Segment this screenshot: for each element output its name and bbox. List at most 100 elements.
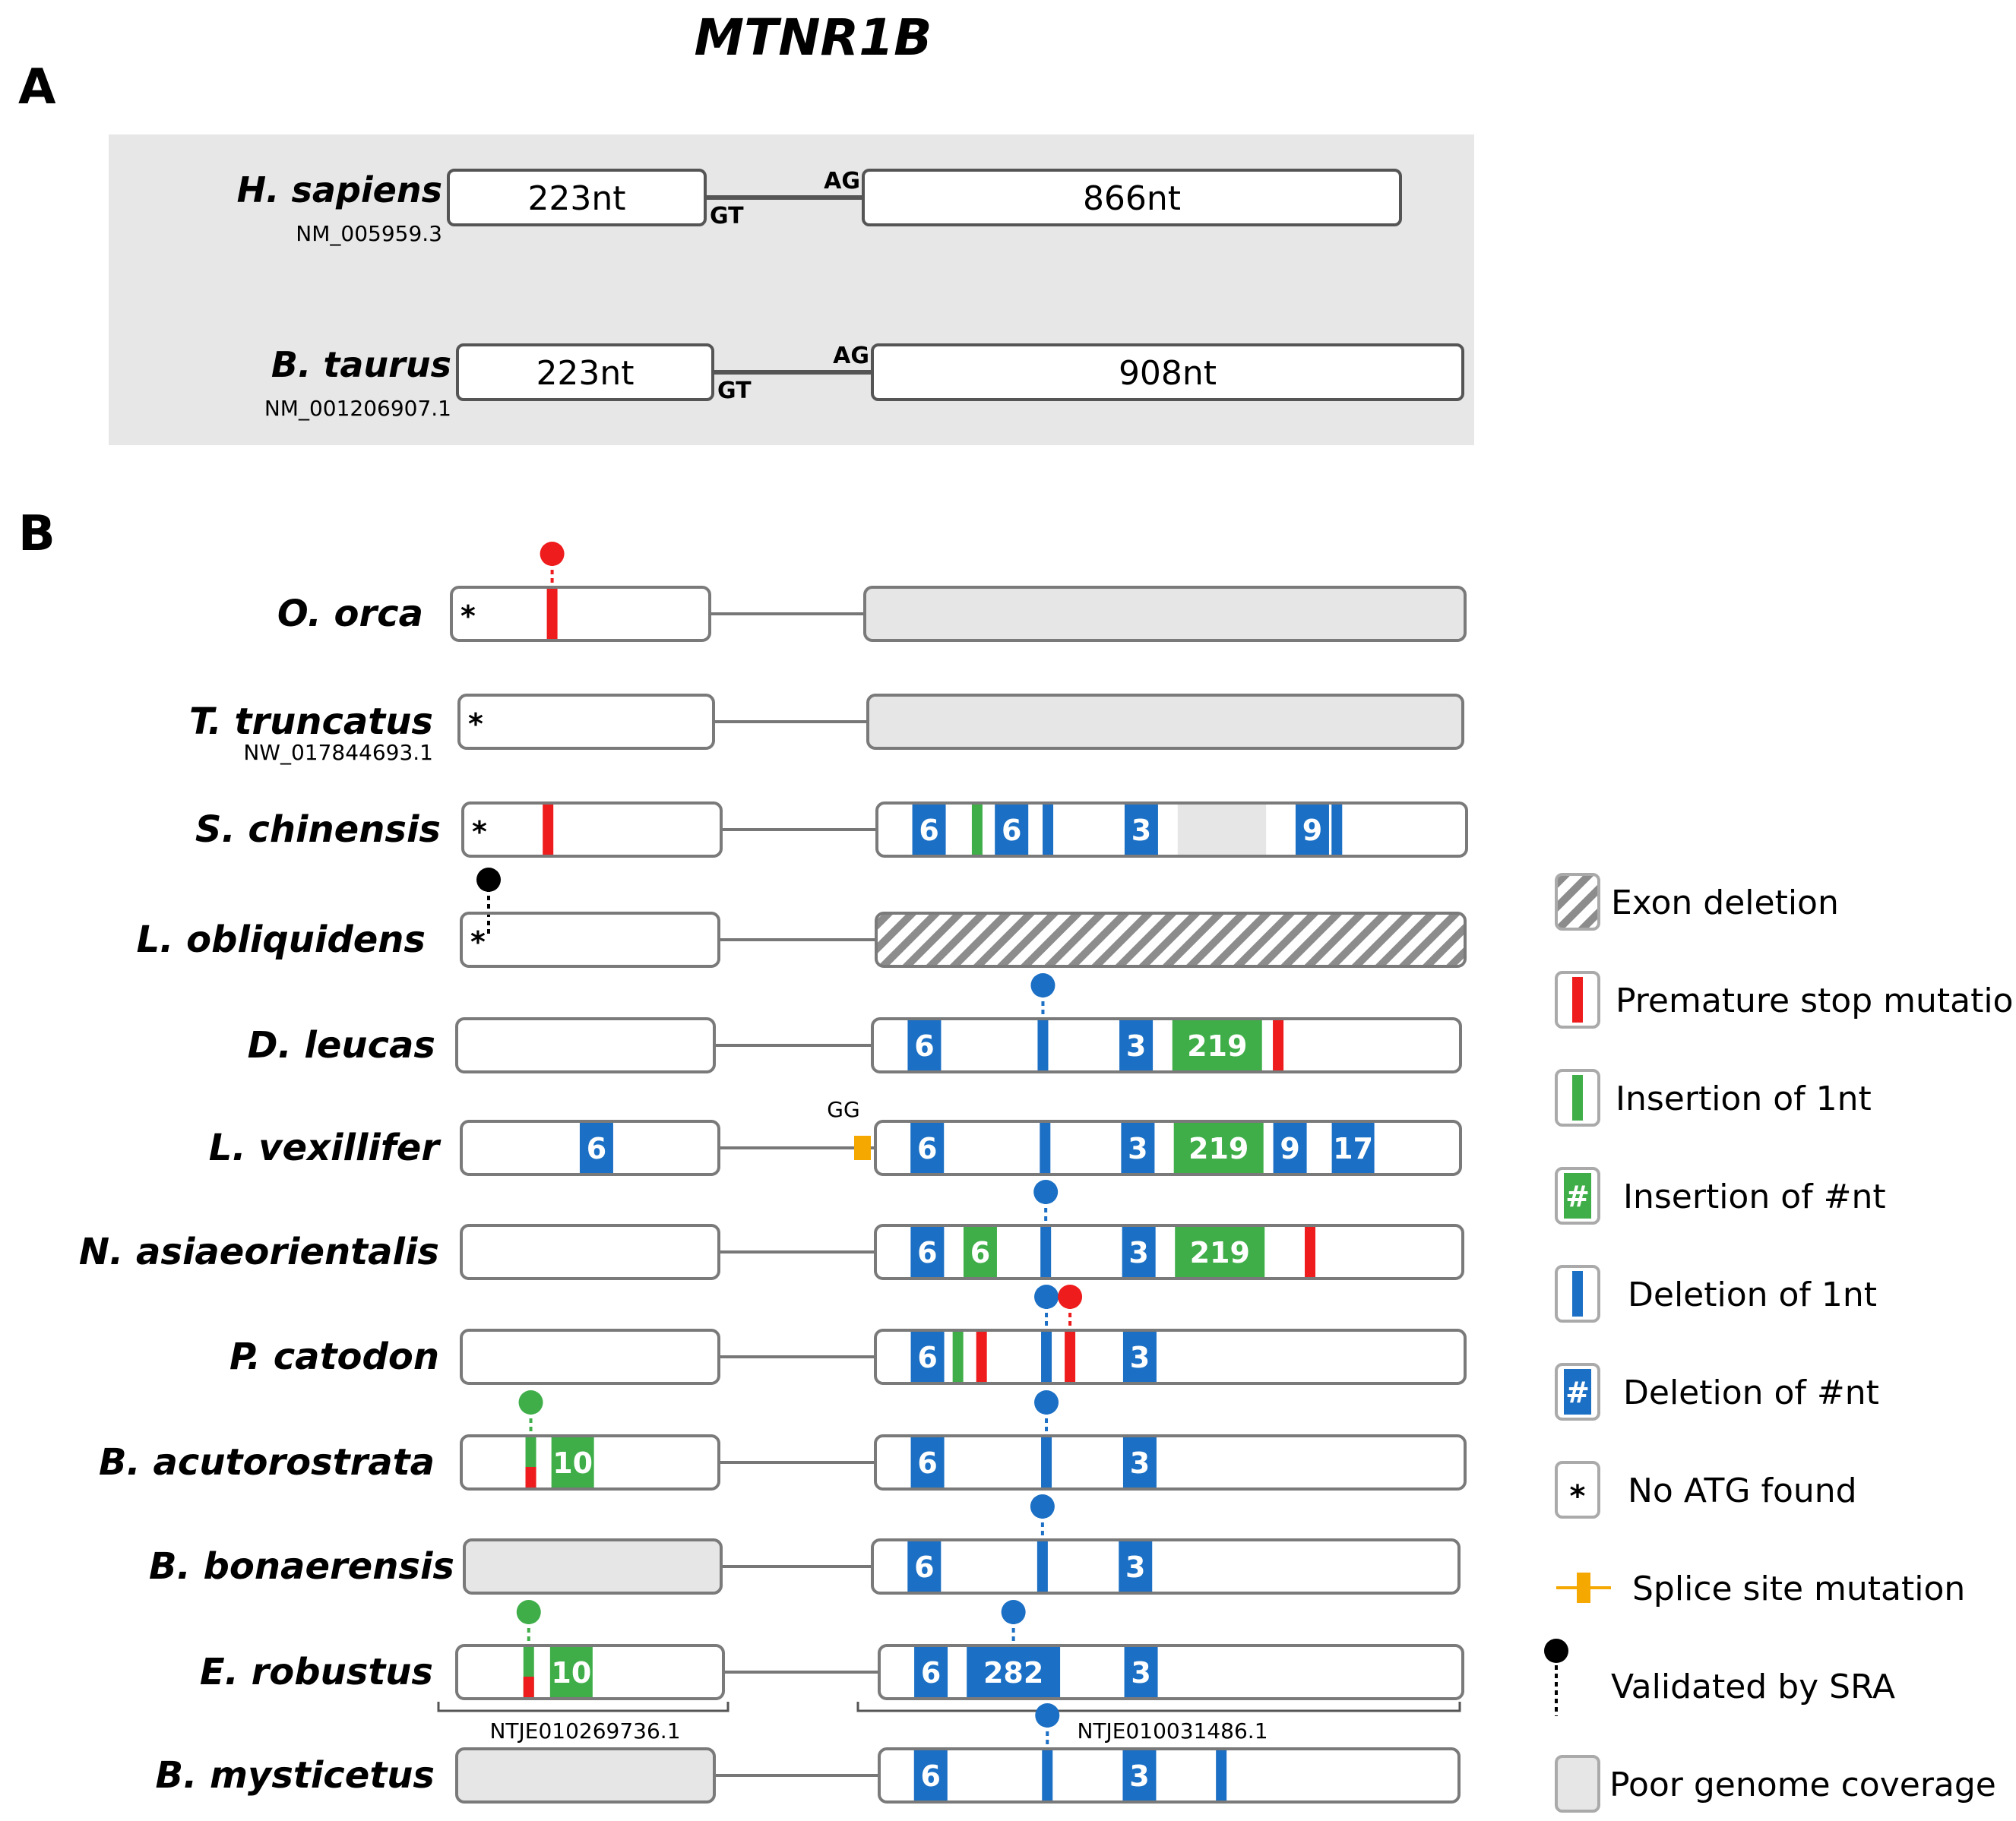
sra-validation-pin bbox=[1030, 973, 1055, 997]
exon-2 bbox=[875, 1121, 1461, 1174]
exon-2 bbox=[879, 1749, 1459, 1802]
legend-splice-mark bbox=[1577, 1573, 1590, 1603]
deletion-nt-block bbox=[907, 1020, 942, 1070]
exon-2 bbox=[877, 803, 1467, 856]
exon-2-outline bbox=[863, 586, 1467, 642]
scaffold-bracket bbox=[856, 1702, 1461, 1712]
deletion-length-label: 6 bbox=[917, 1341, 937, 1374]
exon-2-outline bbox=[874, 1329, 1467, 1385]
deletion-length-label: 3 bbox=[1130, 1341, 1150, 1374]
validation-pins bbox=[540, 542, 565, 587]
validation-pins bbox=[1033, 1180, 1059, 1225]
deletion-nt-block bbox=[912, 805, 946, 855]
exon-2-length: 866nt bbox=[1083, 179, 1181, 218]
sra-validation-pin bbox=[1034, 1390, 1059, 1415]
exon-2 bbox=[871, 343, 1464, 401]
deletion-nt-block bbox=[1295, 805, 1329, 855]
poor-coverage-gap bbox=[1177, 805, 1267, 855]
mutation-marks: * bbox=[460, 589, 558, 639]
scaffold-accession: NTJE010031486.1 bbox=[1077, 1718, 1268, 1744]
species-name: D. leucas bbox=[248, 1024, 435, 1067]
deletion-length-label: 6 bbox=[921, 1656, 941, 1690]
exon-2-deletion bbox=[876, 913, 1465, 966]
deletion-nt-block bbox=[1124, 1647, 1158, 1697]
insertion-nt-block bbox=[963, 1227, 997, 1277]
panel-a-label: A bbox=[18, 59, 56, 115]
deletion-1nt-mark bbox=[1041, 1437, 1052, 1487]
exon-1-outline bbox=[455, 1644, 725, 1700]
exon-1 bbox=[461, 913, 719, 966]
legend-label: Exon deletion bbox=[1611, 884, 1839, 922]
legend-label: Validated by SRA bbox=[1611, 1668, 1895, 1706]
insertion-nt-block bbox=[549, 1647, 593, 1697]
species-row: L. obliquidens* bbox=[137, 868, 1467, 968]
premature-stop-mark bbox=[1065, 1332, 1076, 1382]
premature-stop-mark bbox=[543, 805, 554, 855]
mutation-marks: * bbox=[468, 707, 483, 741]
exon-1-length: 223nt bbox=[527, 179, 625, 218]
legend-item: Exon deletion bbox=[1555, 873, 1839, 931]
deletion-nt-block bbox=[910, 1227, 945, 1277]
species-name: B. mysticetus bbox=[156, 1754, 435, 1797]
deletion-nt-block bbox=[1121, 1123, 1155, 1173]
exon-1 bbox=[457, 1019, 714, 1072]
deletion-1nt-mark bbox=[1043, 805, 1054, 855]
exon-1-outline bbox=[455, 1017, 716, 1073]
legend-symbol: * bbox=[1570, 1479, 1586, 1514]
exon-1-outline bbox=[457, 694, 715, 750]
validation-pins bbox=[1035, 1703, 1060, 1749]
legend-item: Validated by SRA bbox=[1544, 1639, 1895, 1716]
exon-1-poor-coverage bbox=[457, 1749, 714, 1802]
mutation-marks: * bbox=[470, 925, 486, 959]
sra-validation-pin bbox=[1030, 1494, 1055, 1519]
premature-stop-mark bbox=[523, 1677, 534, 1697]
deletion-length-label: 3 bbox=[1131, 1656, 1150, 1690]
accession-label: NM_001206907.1 bbox=[264, 396, 451, 421]
legend-item: Deletion of 1nt bbox=[1555, 1265, 1877, 1323]
legend-item: *No ATG found bbox=[1555, 1461, 1857, 1519]
validation-pins bbox=[1030, 1494, 1055, 1540]
exon-2 bbox=[875, 1436, 1465, 1489]
legend-ins1-bar bbox=[1572, 1075, 1583, 1121]
premature-stop-mark bbox=[546, 589, 558, 639]
deletion-nt-block bbox=[1119, 1020, 1154, 1070]
legend-del1-bar bbox=[1572, 1271, 1583, 1317]
exon-1-outline bbox=[450, 586, 711, 642]
deletion-length-label: 3 bbox=[1128, 1132, 1147, 1165]
exon-2 bbox=[862, 169, 1402, 226]
exon-2 bbox=[875, 1225, 1463, 1279]
species-row: O. orca* bbox=[277, 542, 1467, 642]
insertion-nt-block bbox=[551, 1437, 594, 1487]
validation-pins bbox=[1034, 1285, 1083, 1330]
deletion-length-label: 3 bbox=[1125, 1551, 1145, 1584]
legend-label: Deletion of 1nt bbox=[1628, 1276, 1877, 1314]
species-name: T. truncatus bbox=[189, 700, 433, 743]
deletion-length-label: 3 bbox=[1130, 1446, 1150, 1480]
insertion-length-label: 10 bbox=[552, 1446, 593, 1480]
exon-1-outline bbox=[463, 1538, 723, 1595]
legend-swatch bbox=[1555, 873, 1600, 931]
exon-2-outline bbox=[875, 801, 1468, 858]
deletion-nt-block bbox=[1124, 805, 1158, 855]
species-name: N. asiaeorientalis bbox=[79, 1231, 439, 1273]
exon-2 bbox=[875, 1330, 1465, 1383]
validation-pins bbox=[476, 868, 501, 934]
deletion-nt-block bbox=[910, 1332, 945, 1382]
panel-b-label: B bbox=[18, 506, 55, 562]
sra-validation-pin bbox=[540, 542, 565, 566]
deletion-nt-block bbox=[579, 1123, 613, 1173]
species-name: P. catodon bbox=[229, 1336, 439, 1378]
deletion-nt-block bbox=[967, 1647, 1061, 1697]
exon-1-outline bbox=[455, 1747, 716, 1804]
deletion-length-label: 17 bbox=[1333, 1132, 1373, 1165]
exon-2-length: 908nt bbox=[1119, 354, 1217, 393]
